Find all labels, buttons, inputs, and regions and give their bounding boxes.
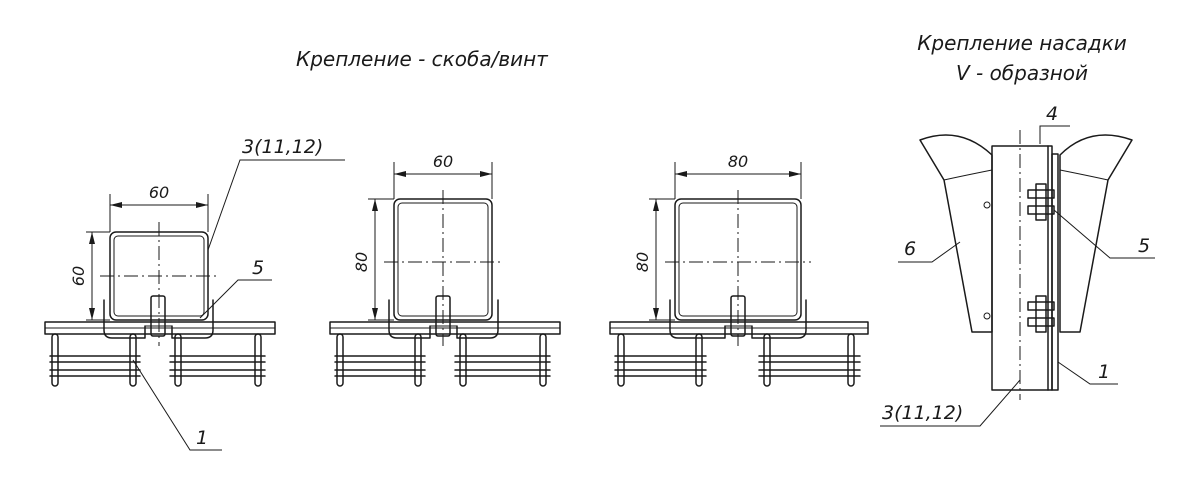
view-80x80: 80 80: [609, 152, 869, 387]
bracket: [388, 299, 499, 339]
view-v-nozzle: 4 6 5 1 3(11,12): [880, 103, 1155, 427]
dim-height: 60: [69, 266, 88, 286]
dim-width: 60: [149, 183, 169, 202]
heading-v-nozzle-line1: Крепление насадки: [917, 31, 1127, 55]
heading-v-nozzle-line2: V - образной: [956, 61, 1088, 85]
callout-3-left: 3(11,12): [242, 136, 323, 158]
callout-5-left: 5: [252, 257, 264, 279]
view-60x60: 60 60 3(11,12) 5 1: [44, 136, 345, 451]
callout-3-right: 3(11,12): [882, 402, 963, 424]
callout-4-right: 4: [1046, 103, 1058, 125]
callout-6-right: 6: [904, 238, 916, 260]
view-60x80: 60 80: [329, 152, 561, 387]
clamp-plate: [1051, 153, 1059, 391]
callout-1-right: 1: [1098, 361, 1110, 383]
callout-5-right: 5: [1138, 235, 1150, 257]
grating-bars: [614, 333, 861, 387]
bolt: [150, 295, 166, 337]
bracket: [669, 299, 807, 339]
nozzle-bolts: [983, 183, 1055, 333]
v-nozzle-right-wing: [1059, 134, 1133, 333]
grating-bars: [334, 333, 551, 387]
dim-width: 60: [433, 152, 453, 171]
v-nozzle-left-wing: [919, 134, 993, 333]
dim-width: 80: [728, 152, 748, 171]
post: [991, 145, 1053, 391]
grating-bars: [49, 333, 266, 387]
dim-height: 80: [352, 252, 371, 272]
heading-bracket-screw: Крепление - скоба/винт: [296, 47, 549, 71]
dim-height: 80: [633, 252, 652, 272]
callout-1-left: 1: [196, 427, 208, 449]
bracket: [103, 299, 214, 339]
